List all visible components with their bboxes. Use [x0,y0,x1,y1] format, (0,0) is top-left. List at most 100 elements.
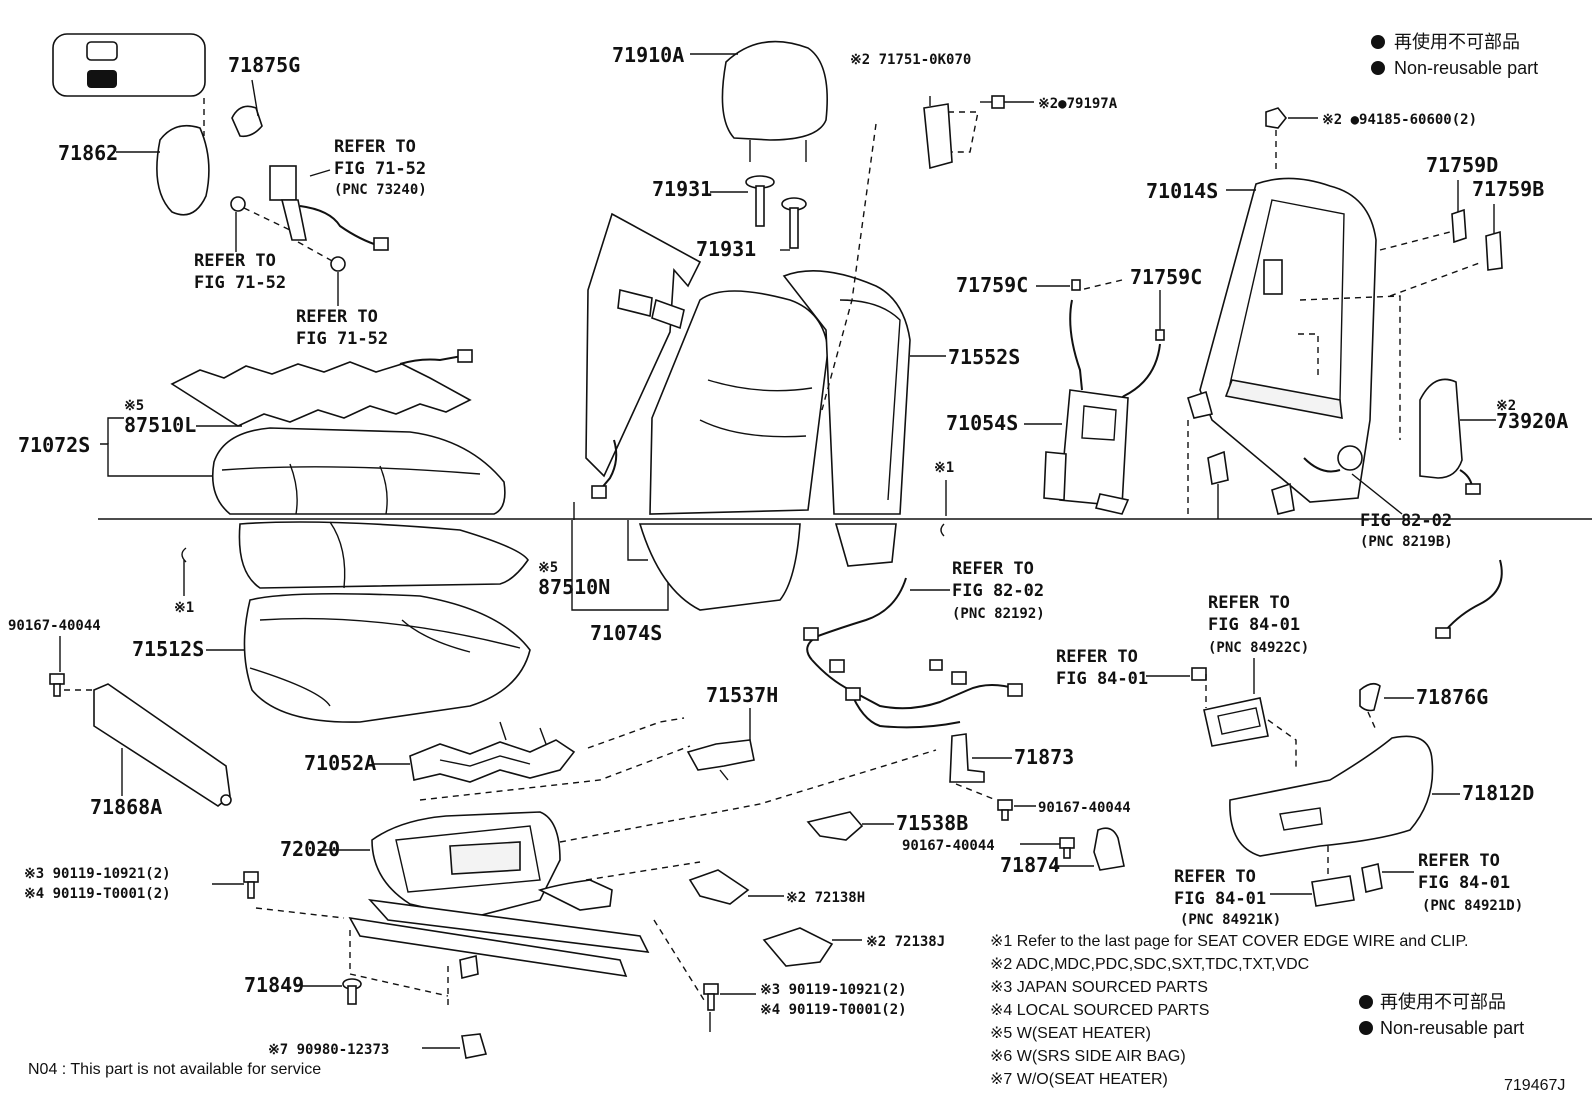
bolt-90119-b-shape [703,983,719,1032]
legend-top: 再使用不可部品 Non-reusable part [1371,32,1538,78]
seatback-frame-shape [1187,177,1377,503]
refer-8401d-line3: (PNC 84921K) [1180,912,1281,928]
figure-id: 719467J [1504,1077,1565,1094]
bolt-90167-a-shape [49,673,92,697]
part-71812d-shield-shape [1229,735,1460,857]
refer-8401c-line3: (PNC 84921D) [1422,898,1523,914]
part-71052a-spring-shape [409,721,576,783]
seatback-pad-shape [585,212,702,499]
switch-bolt-shape [1191,667,1207,708]
seatbelt-buckle-shape [230,165,389,272]
label-71759c-b: 71759C [1130,265,1202,289]
label-71931-a: 71931 [652,177,712,201]
label-73920a: 73920A [1496,409,1568,433]
seatback-back-shape [782,270,911,515]
legend-top-jp: 再使用不可部品 [1394,32,1520,52]
part-72138h-shape [688,869,784,905]
part-71862-shape [116,98,210,216]
part-71874-shape [1054,827,1125,871]
label-71751: ※2 71751-0K070 [850,52,971,68]
refer-b-line1: REFER TO [296,307,378,327]
label-71552s: 71552S [948,345,1020,369]
seat-side-indicator-icon [52,33,206,97]
refer-seatbelt-line1: REFER TO [334,137,416,157]
part-90980-shape [461,1033,488,1059]
label-90167-c: 90167-40044 [902,838,995,854]
knob-84921d-shape [1361,863,1414,893]
part-71537h-shape [686,739,755,781]
mark-1-b: ※1 [174,600,194,616]
label-71512s: 71512S [132,637,204,661]
seat-cushion-cover-shape [238,521,529,589]
refer-8202-line2: FIG 82-02 [952,581,1044,601]
label-71873: 71873 [1014,745,1074,769]
airbag-wire-shape [1445,559,1503,631]
label-71538b: 71538B [896,811,968,835]
part-71873-shape [949,733,997,801]
label-71074s: 71074S [590,621,662,645]
legend-top-en: Non-reusable part [1394,58,1538,78]
refer-8401c-line2: FIG 84-01 [1418,873,1510,893]
refer-a-line1: REFER TO [194,251,276,271]
bolt-90119-a-shape [243,871,259,899]
label-87510n: 87510N [538,575,610,599]
refer-8202-line3: (PNC 82192) [952,606,1045,622]
legend-bottom-jp: 再使用不可部品 [1380,992,1506,1012]
power-seat-switch-shape [1203,697,1297,770]
non-reusable-dot-icon [1359,995,1373,1009]
refer-8401d-line1: REFER TO [1174,867,1256,887]
label-71931-b: 71931 [696,237,756,261]
non-reusable-dot-icon [1371,61,1385,75]
label-79197a: ※2●79197A [1038,96,1118,112]
frame-bracket-b-shape [1271,482,1295,515]
label-71052a: 71052A [304,751,376,775]
label-72020: 72020 [280,837,340,861]
label-71537h: 71537H [706,683,778,707]
non-reusable-dot-icon [1371,35,1385,49]
non-reusable-dot-icon [1359,1021,1373,1035]
mark-5-a: ※5 [124,398,144,414]
note-5: ※5 W(SEAT HEATER) [990,1025,1151,1042]
part-73920a-airbag-shape [1419,378,1496,495]
part-72020-frame-shape [348,811,650,979]
refer-a-line2: FIG 71-52 [194,273,286,293]
part-71759c-b-shape [1155,329,1165,341]
note-3: ※3 JAPAN SOURCED PARTS [990,979,1208,996]
refer-8401a-line3: (PNC 84922C) [1208,640,1309,656]
label-71874: 71874 [1000,853,1060,877]
refer-seatbelt-line2: FIG 71-52 [334,159,426,179]
label-71072s: 71072S [18,433,90,457]
airbag-connector-shape [1435,627,1451,639]
note-4: ※4 LOCAL SOURCED PARTS [990,1002,1209,1019]
seatback-back-lower-shape [834,523,897,567]
label-71910a: 71910A [612,43,684,67]
footer-note: N04 : This part is not available for ser… [28,1061,321,1078]
part-71538b-shape [806,811,894,841]
part-94185-nut-shape [1265,107,1318,172]
wire-harness-shape [803,577,1023,729]
part-71751-bracket-shape [923,96,979,170]
fig-82-02-cut: FIG 82-02 [1360,511,1452,531]
label-90119-b-line1: ※3 90119-10921(2) [760,982,907,998]
part-71759c-a-shape [1071,279,1081,291]
label-90167-b: 90167-40044 [1038,800,1131,816]
part-72138j-shape [762,927,862,967]
headrest-shape [690,40,828,162]
legend-bottom: 再使用不可部品 Non-reusable part [1359,992,1524,1038]
refer-8401a-line2: FIG 84-01 [1208,615,1300,635]
label-90119-a-line2: ※4 90119-T0001(2) [24,886,171,902]
label-71849: 71849 [244,973,304,997]
part-71054s-lumbar-shape [1043,299,1161,515]
label-90980: ※7 90980-12373 [268,1042,389,1058]
label-71759d: 71759D [1426,153,1498,177]
refer-8401c-line1: REFER TO [1418,851,1500,871]
headrest-support-shape [710,175,807,251]
part-71876g-shape [1359,682,1414,731]
label-71014s: 71014S [1146,179,1218,203]
legend-bottom-en: Non-reusable part [1380,1018,1524,1038]
notes-list: ※1 Refer to the last page for SEAT COVER… [990,933,1469,1088]
mark-2-b: ※2 [1496,398,1516,414]
bolt-90167-c-shape [1059,837,1075,859]
part-71849-shape [342,978,362,1005]
label-94185: ※2 ●94185-60600(2) [1322,112,1477,128]
